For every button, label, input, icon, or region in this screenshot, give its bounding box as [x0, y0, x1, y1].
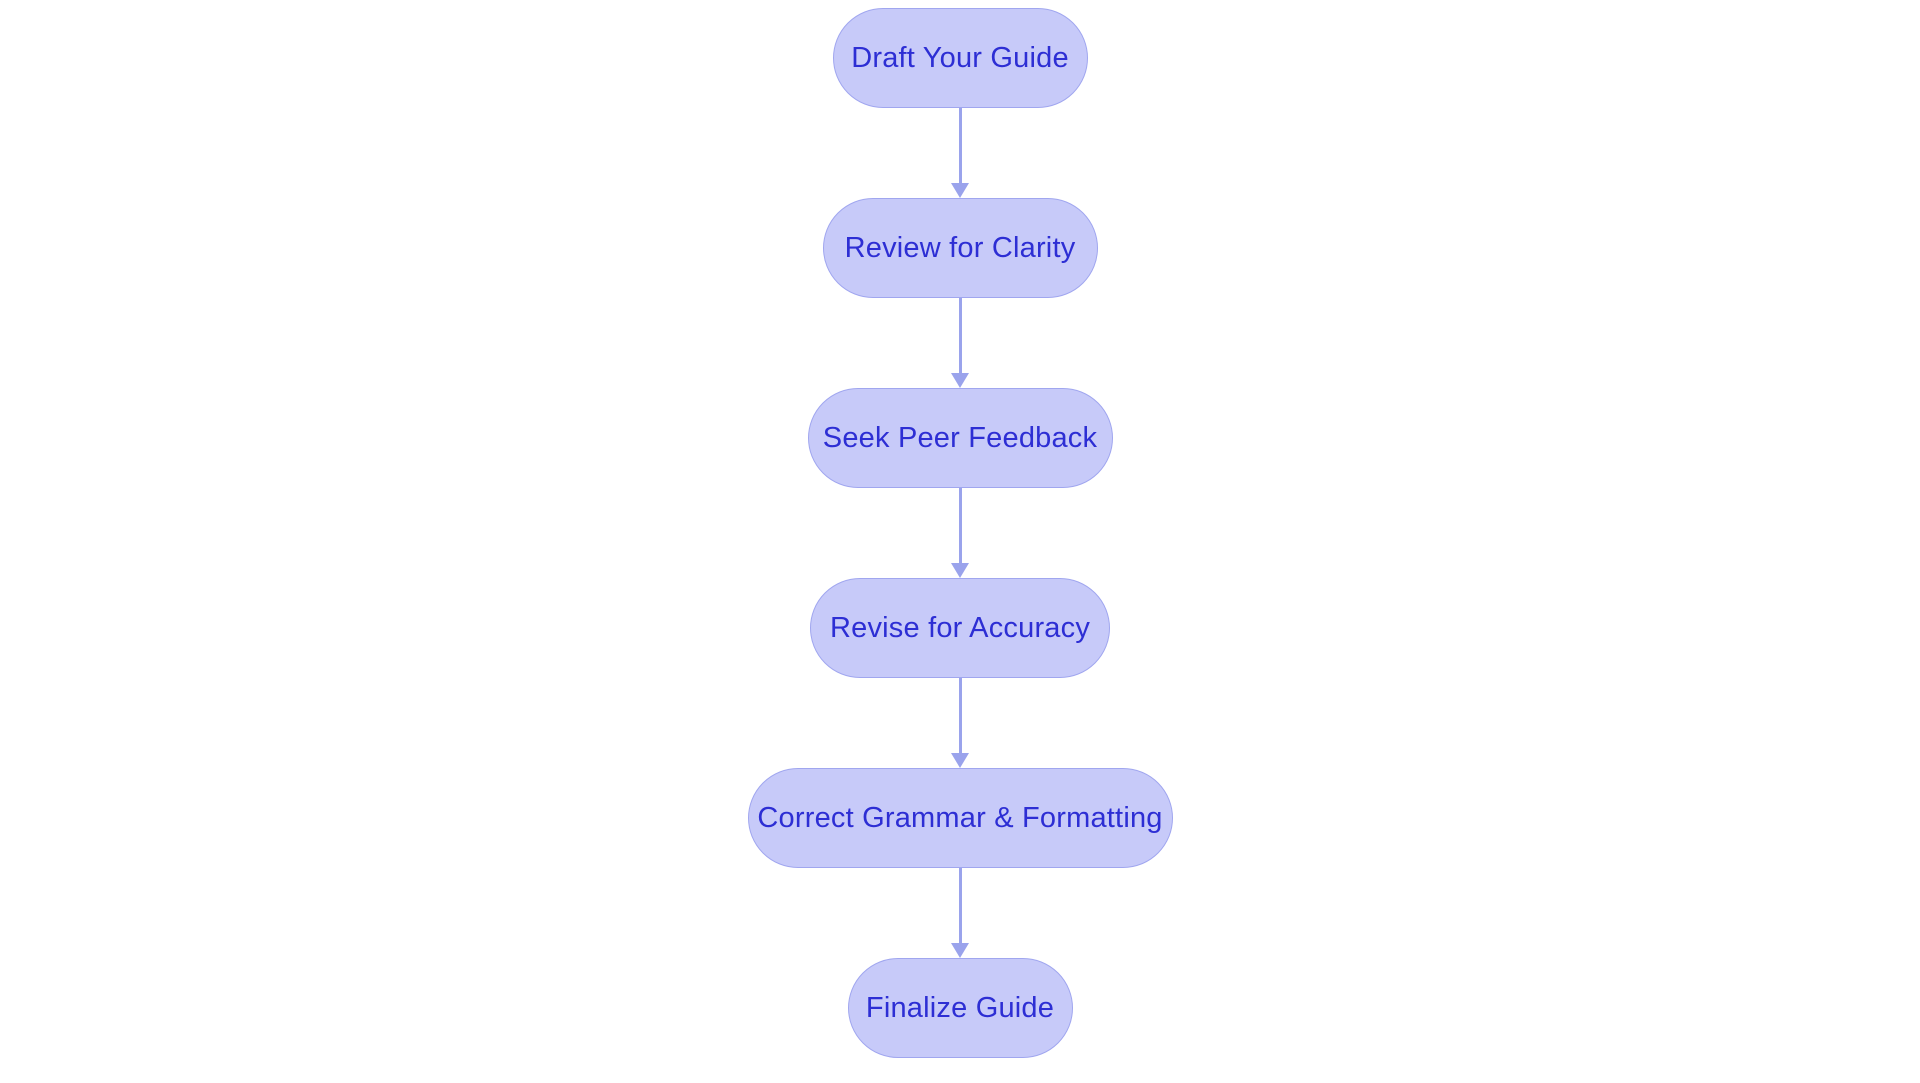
- flowchart-node-review-for-clarity[interactable]: Review for Clarity: [822, 198, 1098, 298]
- down-arrow-icon: [951, 373, 969, 388]
- flowchart-connector-3: [947, 488, 973, 578]
- node-label: Revise for Accuracy: [829, 611, 1091, 644]
- connector-line: [958, 298, 962, 374]
- node-label: Review for Clarity: [844, 231, 1076, 264]
- connector-line: [958, 488, 962, 564]
- connector-line: [958, 678, 962, 754]
- flowchart-connector-4: [947, 678, 973, 768]
- down-arrow-icon: [951, 753, 969, 768]
- flowchart-connector-5: [947, 868, 973, 958]
- node-label: Seek Peer Feedback: [822, 421, 1098, 454]
- flowchart-node-finalize-guide[interactable]: Finalize Guide: [847, 958, 1073, 1058]
- node-label: Finalize Guide: [865, 991, 1055, 1024]
- flowchart-node-draft-your-guide[interactable]: Draft Your Guide: [832, 8, 1088, 108]
- flowchart-node-revise-for-accuracy[interactable]: Revise for Accuracy: [810, 578, 1110, 678]
- node-label: Draft Your Guide: [851, 41, 1069, 74]
- flowchart-node-seek-peer-feedback[interactable]: Seek Peer Feedback: [807, 388, 1113, 488]
- flowchart-node-correct-grammar-and-formatting[interactable]: Correct Grammar & Formatting: [747, 768, 1173, 868]
- flowchart-connector-2: [947, 298, 973, 388]
- connector-line: [958, 868, 962, 944]
- node-label: Correct Grammar & Formatting: [757, 801, 1163, 834]
- connector-line: [958, 108, 962, 184]
- down-arrow-icon: [951, 943, 969, 958]
- down-arrow-icon: [951, 563, 969, 578]
- down-arrow-icon: [951, 183, 969, 198]
- flowchart-connector-1: [947, 108, 973, 198]
